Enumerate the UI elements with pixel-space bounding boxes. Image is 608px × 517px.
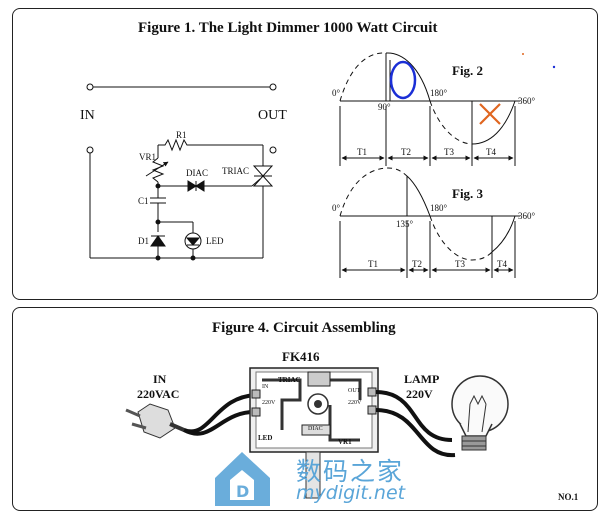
pcb-vr1-label: VR1 xyxy=(338,438,352,446)
fig3-interval-t1: T1 xyxy=(368,259,378,269)
in-label: IN xyxy=(80,108,95,123)
assembly-in-voltage: 220VAC xyxy=(137,387,180,401)
dimmer-schematic xyxy=(86,83,277,261)
fig2-interval-t4: T4 xyxy=(486,147,496,157)
pcb-220v-right-label: 220V xyxy=(348,400,362,406)
orange-cross-annotation xyxy=(479,103,501,125)
c1-label: C1 xyxy=(138,196,149,206)
lamp-label: LAMP xyxy=(404,372,440,386)
fig3-interval-t3: T3 xyxy=(455,259,465,269)
svg-text:D: D xyxy=(236,482,249,501)
watermark-house-icon: D xyxy=(215,452,270,506)
fig2-angle-0: 0° xyxy=(332,88,341,98)
pcb-diac-label: DIAC xyxy=(308,426,323,432)
vr1-label: VR1 xyxy=(139,152,157,162)
fig2-angle-360: 360° xyxy=(518,96,536,106)
pcb-led-label: LED xyxy=(258,434,273,442)
fig2-angle-90: 90° xyxy=(378,102,391,112)
right-cord-top xyxy=(375,390,453,442)
pcb-board xyxy=(249,367,379,499)
figure1-title: Figure 1. The Light Dimmer 1000 Watt Cir… xyxy=(138,20,438,36)
orange-dot xyxy=(522,53,524,55)
fig2-interval-t3: T3 xyxy=(444,147,454,157)
r1-label: R1 xyxy=(176,130,187,140)
light-bulb-illustration xyxy=(451,375,509,451)
fig3-angle-180: 180° xyxy=(430,203,448,213)
blue-circle-annotation xyxy=(389,60,417,100)
watermark-url: mydigit.net xyxy=(296,482,406,504)
fig3-interval-t2: T2 xyxy=(412,259,422,269)
page-number: NO.1 xyxy=(558,492,579,502)
pcb-out-label: OUT xyxy=(348,388,361,394)
assembly-in-label: IN xyxy=(153,372,167,386)
fig2-angle-180: 180° xyxy=(430,88,448,98)
blue-dot xyxy=(552,65,556,69)
watermark-cn-text: 数码之家 xyxy=(296,457,405,486)
left-cord-bottom xyxy=(183,409,259,436)
triac-label: TRIAC xyxy=(222,166,249,176)
fig2-interval-t2: T2 xyxy=(401,147,411,157)
power-plug-illustration xyxy=(125,403,185,439)
d1-label: D1 xyxy=(138,236,149,246)
fig2-title: Fig. 2 xyxy=(452,63,484,78)
pcb-triac-label: TRIAC xyxy=(278,376,301,384)
fig3-angle-0: 0° xyxy=(332,203,341,213)
fig3-angle-135: 135° xyxy=(396,219,414,229)
right-cord-bottom xyxy=(375,408,456,458)
kit-name: FK416 xyxy=(282,349,320,364)
figure4-title: Figure 4. Circuit Assembling xyxy=(212,320,396,336)
out-label: OUT xyxy=(258,108,287,123)
pcb-in-label: IN xyxy=(262,384,269,390)
fig2-interval-t1: T1 xyxy=(357,147,367,157)
fig3-interval-t4: T4 xyxy=(497,259,507,269)
led-label: LED xyxy=(206,236,224,246)
fig3-angle-360: 360° xyxy=(518,211,536,221)
lamp-voltage: 220V xyxy=(406,387,433,401)
fig3-waveform xyxy=(339,167,520,278)
figure1-panel xyxy=(12,8,598,300)
fig3-title: Fig. 3 xyxy=(452,186,484,201)
diac-label: DIAC xyxy=(186,168,208,178)
pcb-220v-left-label: 220V xyxy=(262,400,276,406)
